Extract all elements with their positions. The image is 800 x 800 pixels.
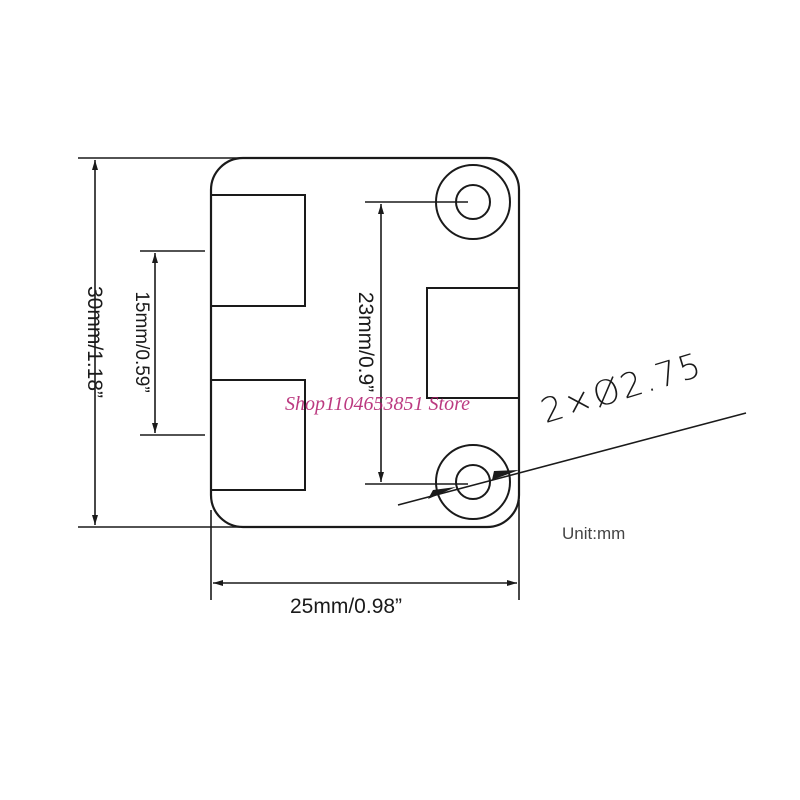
store-watermark: Shop1104653851 Store bbox=[285, 393, 470, 415]
hole-diameter-leader bbox=[397, 412, 747, 506]
inner-height-label: 15mm/0.59” bbox=[131, 291, 152, 393]
dimension-overall-width bbox=[210, 500, 520, 600]
dimension-overall-height bbox=[78, 157, 240, 528]
dimension-hole-spacing bbox=[365, 201, 468, 485]
mounting-hole-bottom bbox=[435, 444, 511, 520]
overall-height-label: 30mm/1.18” bbox=[83, 285, 106, 399]
dimension-inner-height bbox=[140, 250, 205, 436]
left-top-pad bbox=[210, 194, 306, 307]
right-pad bbox=[426, 287, 520, 399]
overall-width-label: 25mm/0.98” bbox=[290, 595, 403, 618]
unit-label: Unit:mm bbox=[562, 524, 626, 543]
left-bottom-pad bbox=[210, 379, 306, 491]
